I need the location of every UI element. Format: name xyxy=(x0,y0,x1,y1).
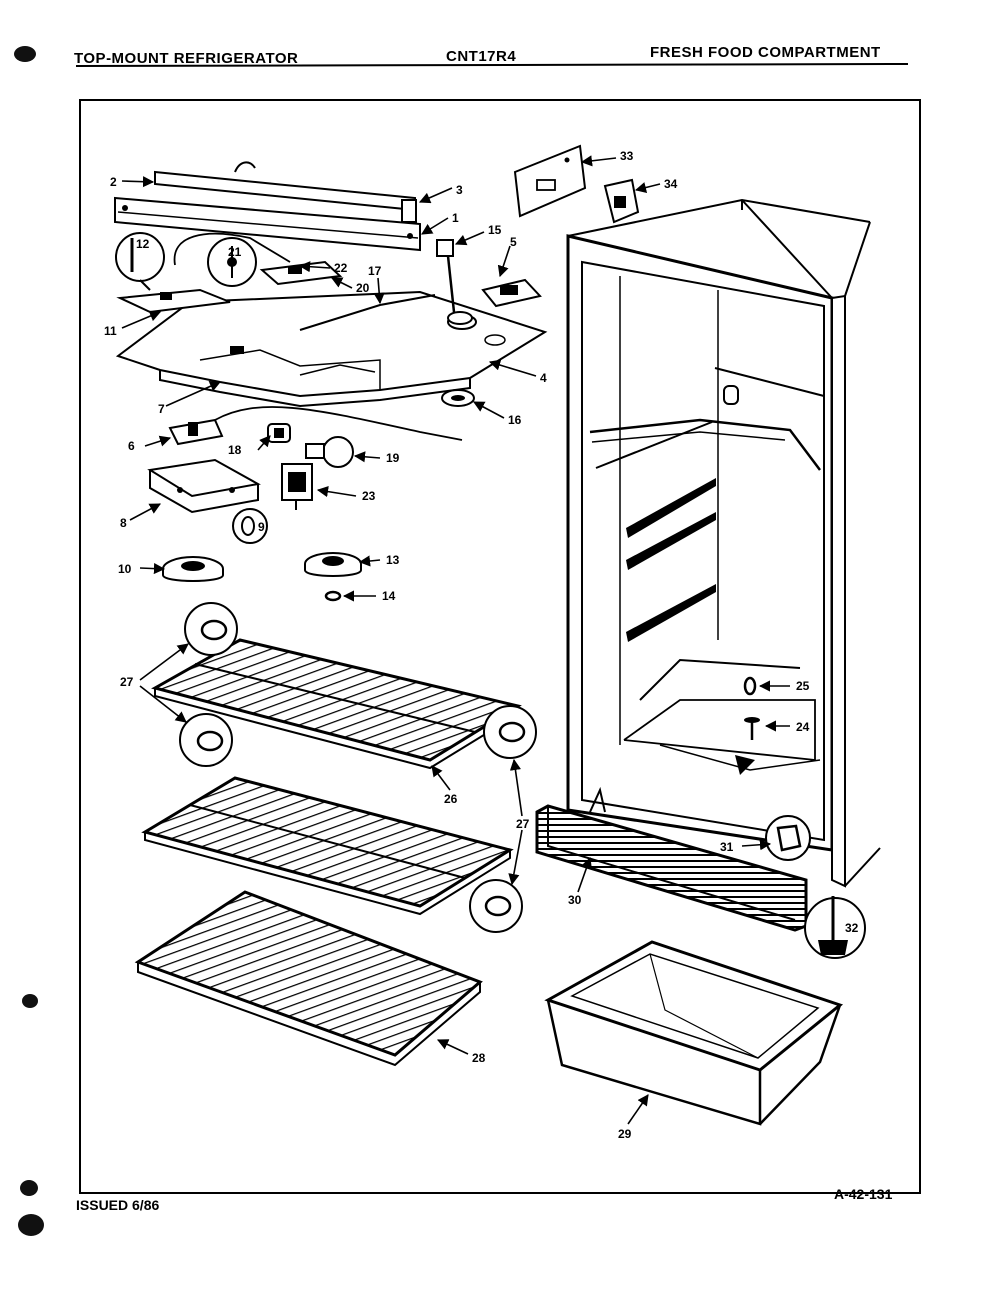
callout-23: 23 xyxy=(362,489,376,503)
part-27-shelf-support-lower-right xyxy=(469,879,523,933)
callout-30: 30 xyxy=(568,893,582,907)
callout-24: 24 xyxy=(796,720,810,734)
part-16-cap xyxy=(441,389,475,407)
header-model-number: CNT17R4 xyxy=(446,48,517,65)
issue-date: ISSUED 6/86 xyxy=(76,1197,160,1213)
callout-28: 28 xyxy=(472,1051,486,1065)
callout-14: 14 xyxy=(382,589,396,603)
callout-31: 31 xyxy=(720,840,734,854)
callout-33: 33 xyxy=(620,149,634,163)
callout-15: 15 xyxy=(488,223,502,237)
part-28-crisper-cover-shelf xyxy=(134,890,483,1067)
refrigerator-cabinet xyxy=(566,198,881,888)
callout-27-right: 27 xyxy=(516,817,530,831)
part-27-shelf-support-upper-left xyxy=(184,602,238,656)
callout-18: 18 xyxy=(228,443,242,457)
callout-10: 10 xyxy=(118,562,132,576)
diagram-border xyxy=(79,99,921,1194)
callout-labels: 1 2 3 4 5 6 7 8 9 10 11 12 13 14 15 16 1… xyxy=(104,149,859,1141)
part-14-washer xyxy=(324,590,342,602)
callout-1: 1 xyxy=(452,211,459,225)
part-13-control-knob xyxy=(304,552,362,577)
part-31-hinge-detail xyxy=(765,815,811,861)
part-9-detail xyxy=(232,508,268,544)
part-18-lamp-socket xyxy=(267,423,291,443)
callout-5: 5 xyxy=(510,235,517,249)
part-26-lower-wire-shelf xyxy=(141,776,514,916)
callout-6: 6 xyxy=(128,439,135,453)
leader-lines xyxy=(121,155,790,1125)
callout-34: 34 xyxy=(664,177,678,191)
callout-7: 7 xyxy=(158,402,165,416)
part-4-control-housing xyxy=(115,290,548,408)
callout-20: 20 xyxy=(356,281,370,295)
part-32-leveling-leg xyxy=(804,896,866,959)
callout-17: 17 xyxy=(368,264,382,278)
part-12-detail xyxy=(115,232,165,291)
part-21-detail xyxy=(207,237,257,287)
scan-speck xyxy=(22,994,38,1008)
part-5-knob xyxy=(481,278,542,308)
part-15-shaft xyxy=(436,239,473,325)
part-27-shelf-support-mid-right xyxy=(483,705,537,759)
callout-25: 25 xyxy=(796,679,810,693)
part-25-clip xyxy=(743,676,757,696)
part-10-control-knob xyxy=(162,556,224,582)
part-1-front-panel xyxy=(114,196,421,252)
part-34-latch xyxy=(603,178,640,224)
part-29-crisper-drawer xyxy=(544,940,844,1126)
callout-9: 9 xyxy=(258,520,265,534)
callout-12: 12 xyxy=(136,237,150,251)
part-19-light-bulb xyxy=(305,436,354,468)
callout-19: 19 xyxy=(386,451,400,465)
capillary-tube xyxy=(214,406,463,441)
scan-speck xyxy=(18,1214,44,1236)
callout-3: 3 xyxy=(456,183,463,197)
scan-speck xyxy=(14,46,36,62)
callout-22: 22 xyxy=(334,261,348,275)
callout-32: 32 xyxy=(845,921,859,935)
scan-speck xyxy=(20,1180,38,1196)
part-8-control-bracket xyxy=(147,458,261,514)
callout-4: 4 xyxy=(540,371,547,385)
part-3-end-cap xyxy=(401,199,417,223)
part-27-shelf-support-mid-left xyxy=(179,713,233,767)
callout-2: 2 xyxy=(110,175,117,189)
part-23-switch xyxy=(281,463,313,510)
callout-16: 16 xyxy=(508,413,522,427)
part-24-screw xyxy=(744,717,760,740)
callout-11: 11 xyxy=(104,324,117,338)
wire-harness xyxy=(173,232,291,266)
callout-13: 13 xyxy=(386,553,400,567)
callout-27-left: 27 xyxy=(120,675,134,689)
part-11-bracket xyxy=(116,288,231,314)
callout-26: 26 xyxy=(444,792,458,806)
page-code: A-42-131 xyxy=(834,1186,893,1202)
callout-21: 21 xyxy=(228,245,242,259)
part-2-trim-strip xyxy=(154,161,416,212)
part-17-wire xyxy=(299,294,436,331)
part-33-mounting-plate xyxy=(513,144,587,218)
part-6-thermostat xyxy=(168,418,224,446)
callout-8: 8 xyxy=(120,516,127,530)
header-model-type: TOP-MOUNT REFRIGERATOR xyxy=(74,50,299,67)
header-section-title: FRESH FOOD COMPARTMENT xyxy=(650,44,881,61)
header-rule xyxy=(75,63,909,67)
callout-29: 29 xyxy=(618,1127,632,1141)
